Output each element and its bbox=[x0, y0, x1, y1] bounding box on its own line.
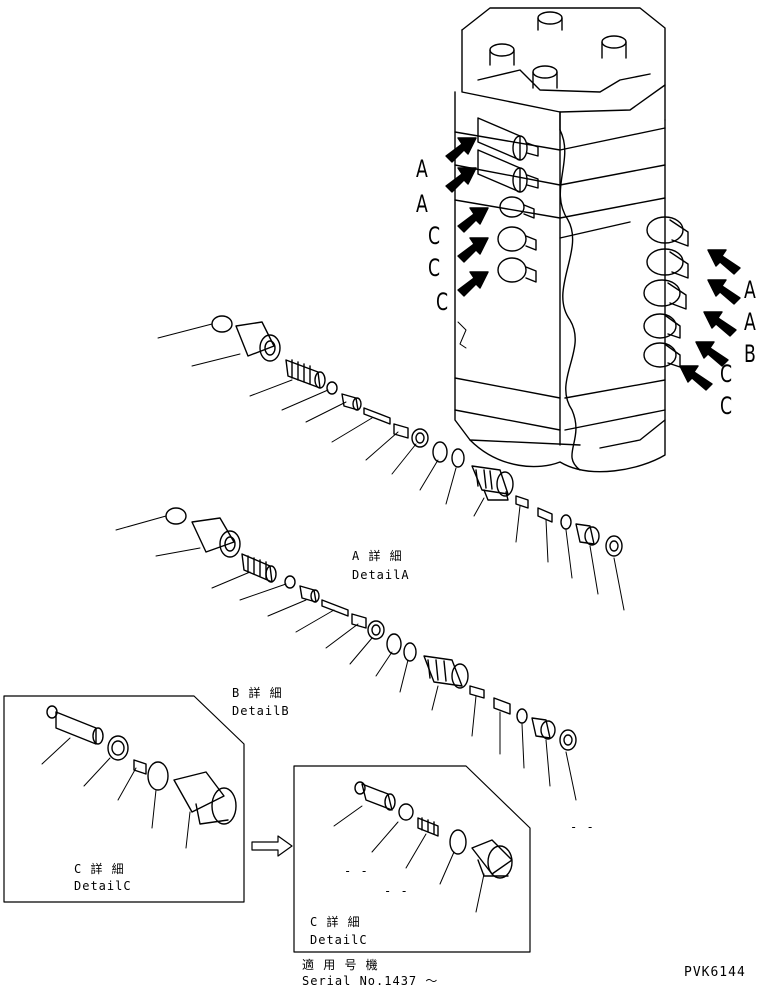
hollow-arrow-icon bbox=[251, 835, 293, 857]
applicability-serial: Serial No.1437 ～ bbox=[302, 974, 439, 988]
placeholder-dashes-2: - - bbox=[384, 884, 409, 898]
right-spool-4 bbox=[643, 313, 681, 339]
right-spool-2 bbox=[646, 248, 689, 279]
detail-a-leader-lines bbox=[157, 323, 625, 611]
valve-label-left-1: A bbox=[416, 155, 428, 183]
arrow-icons-right bbox=[679, 249, 741, 391]
right-spool-3 bbox=[643, 279, 687, 310]
placeholder-dashes-1: - - bbox=[344, 864, 369, 878]
valve-label-left-2: A bbox=[416, 190, 428, 218]
detail-b-leader-lines bbox=[115, 515, 577, 801]
valve-label-left-5: C bbox=[436, 288, 449, 316]
valve-label-right-4: C bbox=[720, 360, 733, 388]
placeholder-dashes-3: - - bbox=[570, 820, 595, 834]
valve-label-right-1: A bbox=[744, 276, 756, 304]
detail-c-box bbox=[3, 695, 245, 903]
detail-c-new-ja: C 詳 細 bbox=[310, 915, 361, 929]
valve-label-right-3: B bbox=[744, 340, 756, 368]
spool-end-1 bbox=[477, 117, 539, 161]
control-valve-block bbox=[454, 7, 689, 473]
valve-label-right-5: C bbox=[720, 392, 733, 420]
spool-end-3 bbox=[499, 196, 535, 219]
applicability-ja: 適 用 号 機 bbox=[302, 958, 379, 972]
detail-c-ja: C 詳 細 bbox=[74, 862, 125, 876]
detail-b-parts bbox=[165, 507, 577, 751]
detail-c-new-box bbox=[293, 765, 531, 953]
spool-end-2 bbox=[477, 149, 539, 193]
spool-end-5 bbox=[497, 257, 537, 283]
valve-label-right-2: A bbox=[744, 308, 756, 336]
detail-b-en: DetailB bbox=[232, 704, 290, 718]
detail-a-en: DetailA bbox=[352, 568, 410, 582]
arrow-icons-left bbox=[445, 137, 489, 297]
spool-end-4 bbox=[497, 226, 537, 252]
drawing-code: PVK6144 bbox=[684, 965, 746, 980]
valve-label-left-3: C bbox=[428, 222, 441, 250]
detail-c-leader-lines bbox=[41, 737, 191, 849]
right-spool-5 bbox=[643, 342, 681, 368]
detail-b-ja: B 詳 細 bbox=[232, 686, 283, 700]
detail-c-en: DetailC bbox=[74, 879, 132, 893]
valve-label-left-4: C bbox=[428, 254, 441, 282]
right-spool-1 bbox=[646, 216, 689, 247]
detail-c-new-en: DetailC bbox=[310, 933, 368, 947]
detail-c-new-leader-lines bbox=[333, 805, 485, 913]
detail-a-ja: A 詳 細 bbox=[352, 549, 403, 563]
